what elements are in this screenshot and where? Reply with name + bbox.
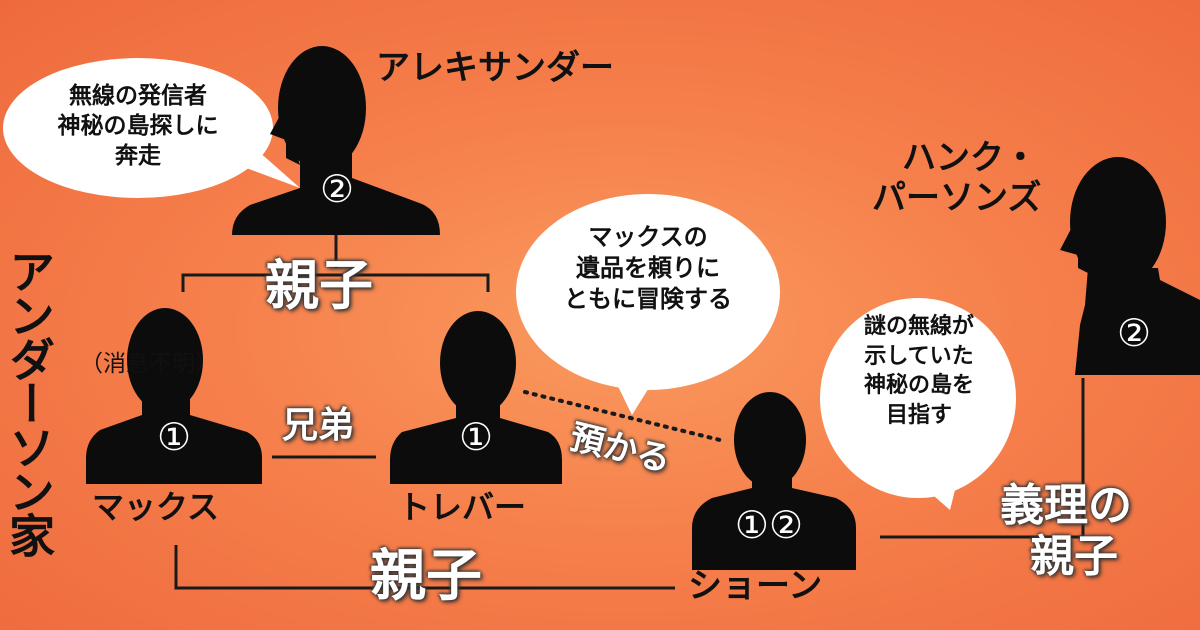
bubble-trevor-line-1: マックスの: [588, 223, 708, 251]
badge-sean: ①②: [734, 503, 804, 547]
speech-bubble-alexander: [3, 58, 300, 198]
bubble-hank-line-4: 目指す: [885, 403, 952, 429]
speech-bubble-hank: [820, 298, 1016, 510]
name-trevor: トレバー: [398, 488, 527, 526]
badge-hank: ②: [1116, 311, 1152, 355]
bubble-text-trevor: マックスの 遺品を頼りに ともに冒険する: [518, 222, 778, 316]
bubble-text-hank: 謎の無線が 示していた 神秘の島を 目指す: [824, 312, 1014, 431]
bubble-hank-line-3: 神秘の島を: [863, 373, 974, 399]
silhouette-sean: [692, 392, 856, 570]
bubble-hank-line-2: 示していた: [864, 343, 974, 369]
silhouette-max: [86, 308, 262, 484]
speech-bubble-trevor: [516, 194, 780, 415]
relation-parent-child-bottom: 親子: [370, 543, 482, 609]
bubble-trevor-line-2: 遺品を頼りに: [576, 254, 720, 283]
bubble-text-alexander: 無線の発信者 神秘の島探しに 奔走: [10, 82, 266, 172]
silhouette-hank: [1060, 157, 1200, 375]
badge-trevor: ①: [458, 415, 494, 459]
bubble-alexander-line-1: 無線の発信者: [69, 83, 207, 109]
family-name: アンダーソン家: [2, 248, 56, 556]
name-hank-line1: ハンク・: [902, 138, 1038, 178]
relation-in-law-line1: 義理の: [1000, 480, 1132, 531]
name-hank-line2: パーソンズ: [872, 178, 1042, 218]
name-max: マックス: [92, 488, 220, 526]
relation-brothers: 兄弟: [282, 404, 355, 446]
name-alexander: アレキサンダー: [376, 48, 614, 88]
silhouette-trevor: [390, 311, 562, 484]
connector-lines: [174, 230, 1085, 590]
bubble-alexander-line-2: 神秘の島探しに: [57, 112, 219, 139]
badge-max: ①: [156, 415, 192, 459]
name-sean: ショーン: [688, 566, 823, 606]
bubble-trevor-line-3: ともに冒険する: [564, 285, 732, 314]
bubble-hank-line-1: 謎の無線が: [863, 314, 974, 339]
entrust-dotted-line: [523, 390, 722, 442]
note-missing: （消息不明）: [80, 351, 218, 377]
badge-alexander: ②: [319, 167, 355, 211]
relation-in-law-line2: 親子: [1030, 531, 1118, 582]
relation-parent-child-top: 親子: [265, 253, 373, 317]
silhouette-alexander: [232, 46, 440, 235]
bubble-alexander-line-3: 奔走: [115, 142, 161, 169]
